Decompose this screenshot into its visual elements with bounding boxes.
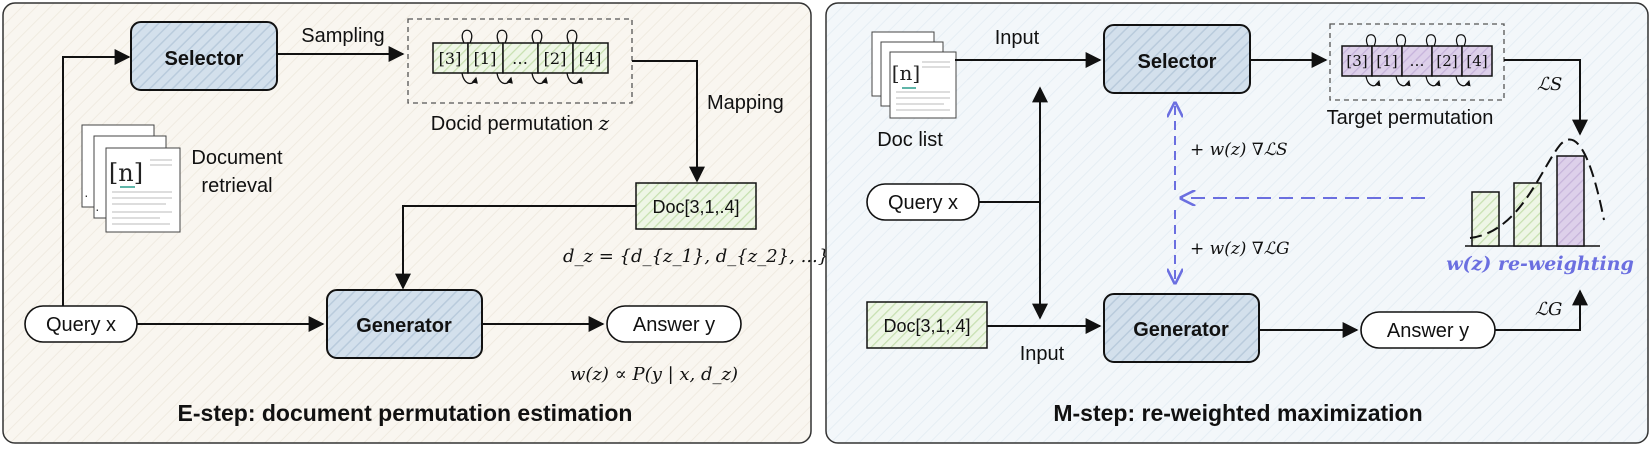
- weight-formula: w(z) ∝ P(y | x, d_z): [570, 364, 738, 385]
- mapping-label: Mapping: [707, 92, 784, 114]
- m-doc-permutation-label: Doc[3,1,.4]: [883, 316, 970, 336]
- doc-list-label: Doc list: [877, 129, 943, 151]
- m-doc-permutation-box[interactable]: [866, 301, 988, 349]
- swap-loop-icon: [1425, 34, 1437, 47]
- target-to-reweight-arrow: [1504, 59, 1588, 136]
- m-answer-label: Answer y: [1387, 320, 1469, 342]
- reweight-label: w(z) re-weighting: [1446, 253, 1634, 275]
- perm-cell-2-label: [1]: [474, 49, 497, 68]
- swap-arrow-icon: [531, 72, 548, 85]
- perm-cell-1-label: [3]: [439, 49, 462, 68]
- swap-loop-icon: [1365, 34, 1377, 47]
- target-cell-5-label: [4]: [1466, 52, 1487, 70]
- grad-s-label: + w(z) ∇ℒS: [1190, 140, 1288, 160]
- loss-g-label: ℒG: [1535, 299, 1562, 320]
- e-step-caption: E-step: document permutation estimation: [178, 400, 633, 426]
- swap-arrow-icon: [1395, 75, 1411, 87]
- target-cell-5: [1461, 45, 1493, 77]
- target-cell-4-label: [2]: [1436, 52, 1457, 70]
- dz-formula: d_z = {d_{z_1}, d_{z_2}, ...}: [563, 246, 829, 267]
- mapping-arrow: [632, 60, 705, 183]
- perm-cell-3: [502, 42, 539, 74]
- target-permutation-frame: [1329, 23, 1505, 101]
- answer-pill[interactable]: [606, 305, 742, 343]
- target-permutation-cells: [3] [1] … [2] [4]: [1341, 34, 1493, 87]
- doc-icon-label: [n]: [109, 159, 143, 187]
- reweight-bar-3: [1556, 155, 1585, 247]
- doc-list-icon-label: [n]: [892, 61, 921, 85]
- m-step-caption: M-step: re-weighted maximization: [1053, 400, 1422, 426]
- swap-arrow-icon: [1425, 75, 1441, 87]
- perm-cell-5-label: [4]: [579, 49, 602, 68]
- docid-permutation-cells: [3] [1] … [2] [4]: [432, 29, 609, 85]
- target-cell-2-label: [1]: [1376, 52, 1397, 70]
- m-selector-label: Selector: [1138, 51, 1217, 73]
- grad-g-label: + w(z) ∇ℒG: [1190, 239, 1290, 259]
- target-cell-3-label: …: [1410, 52, 1425, 70]
- swap-arrow-icon: [1455, 75, 1471, 87]
- selector-box[interactable]: [130, 21, 278, 91]
- retrieval-label-line1: Document: [191, 147, 283, 169]
- m-step-panel: [n] Doc list Input Selector [3] [1] … [2…: [825, 2, 1649, 444]
- m-generator-box[interactable]: [1103, 293, 1260, 363]
- m-query-label: Query x: [888, 192, 958, 214]
- reweight-chart: [1465, 138, 1605, 247]
- input-bottom-label: Input: [1020, 343, 1065, 365]
- swap-loop-icon: [1395, 34, 1407, 47]
- target-cell-1-label: [3]: [1346, 52, 1367, 70]
- swap-arrow-icon: [496, 72, 513, 85]
- input-top-label: Input: [995, 27, 1040, 49]
- selector-label: Selector: [165, 48, 244, 70]
- retrieval-label-line2: retrieval: [201, 175, 272, 197]
- document-stack-icon: [n] · ·: [81, 124, 181, 233]
- answer-to-reweight-arrow: [1495, 289, 1588, 331]
- sampling-label: Sampling: [301, 25, 384, 47]
- perm-cell-4-label: [2]: [544, 49, 567, 68]
- answer-label: Answer y: [633, 314, 715, 336]
- doc-permutation-label: Doc[3,1,.4]: [652, 197, 739, 217]
- swap-loop-icon: [531, 29, 543, 44]
- swap-loop-icon: [566, 29, 578, 44]
- target-cell-3: [1401, 45, 1433, 77]
- svg-text:·: ·: [84, 187, 89, 203]
- swap-loop-icon: [461, 29, 473, 44]
- swap-loop-icon: [1455, 34, 1467, 47]
- docid-permutation-caption: Docid permutation z: [431, 111, 610, 135]
- query-to-selector-arrow: [62, 49, 131, 306]
- target-cell-2: [1371, 45, 1403, 77]
- doc-permutation-box[interactable]: [635, 182, 757, 230]
- e-step-panel: Selector Sampling [3] [1] … [2] [4]: [2, 2, 829, 444]
- swap-arrow-icon: [566, 72, 583, 85]
- perm-cell-3-label: …: [512, 49, 528, 68]
- doc-list-icon: [n]: [871, 31, 957, 119]
- reweight-bar-2: [1513, 182, 1542, 247]
- target-permutation-caption: Target permutation: [1327, 107, 1494, 129]
- m-generator-label: Generator: [1133, 319, 1229, 341]
- swap-arrow-icon: [461, 72, 478, 85]
- swap-arrow-icon: [1365, 75, 1381, 87]
- query-label: Query x: [46, 314, 116, 336]
- perm-cell-2: [467, 42, 504, 74]
- reweight-curve: [1469, 138, 1605, 239]
- swap-loop-icon: [496, 29, 508, 44]
- perm-cell-5: [572, 42, 609, 74]
- loss-s-label: ℒS: [1537, 74, 1562, 95]
- doc-to-generator-arrow: [395, 205, 636, 290]
- generator-label: Generator: [356, 315, 452, 337]
- svg-text:·: ·: [95, 201, 100, 217]
